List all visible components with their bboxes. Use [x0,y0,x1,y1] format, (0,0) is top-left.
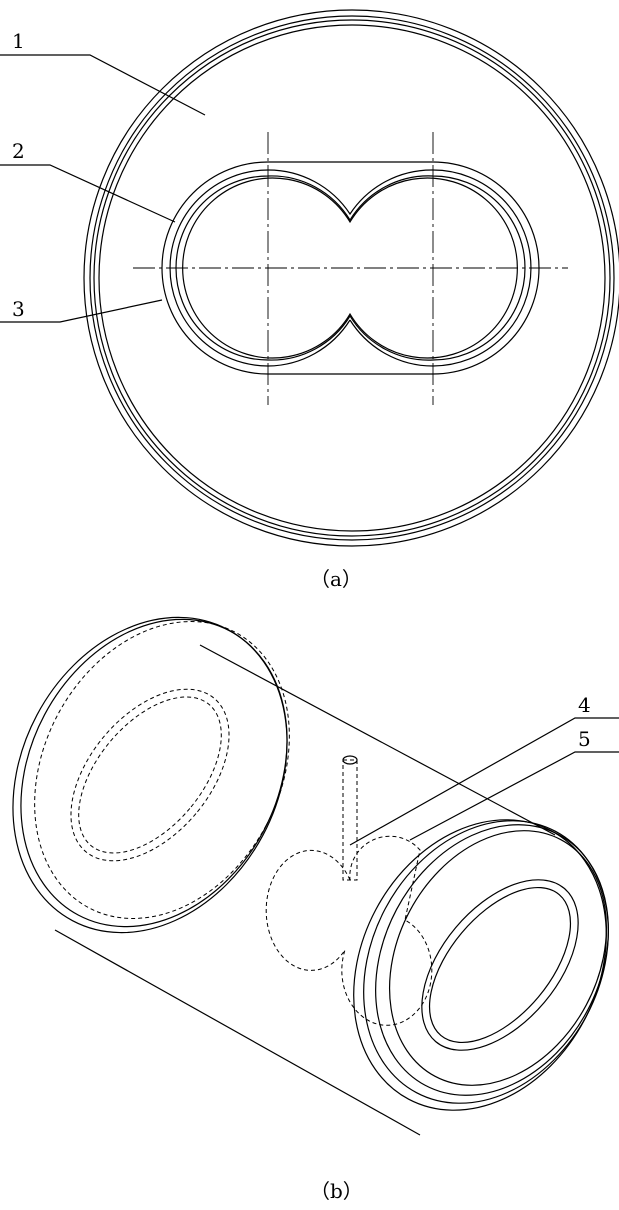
right-end-face [304,775,619,1154]
label-5: 5 [578,727,591,751]
label-2: 2 [12,139,25,163]
figure-b-isometric-view: 4 5 （b） [0,569,619,1203]
center-lines [133,132,568,405]
caption-a: （a） [310,567,362,591]
figure-a-front-view: 1 2 3 （a） [0,10,619,591]
label-1: 1 [12,29,25,53]
label-3: 3 [12,297,25,321]
cylinder-body [55,645,555,1135]
label-4: 4 [578,693,591,717]
leader-lines-a [0,55,205,322]
inner-cross-section [266,756,432,1025]
left-end-face [0,569,340,981]
caption-b: （b） [310,1179,363,1203]
